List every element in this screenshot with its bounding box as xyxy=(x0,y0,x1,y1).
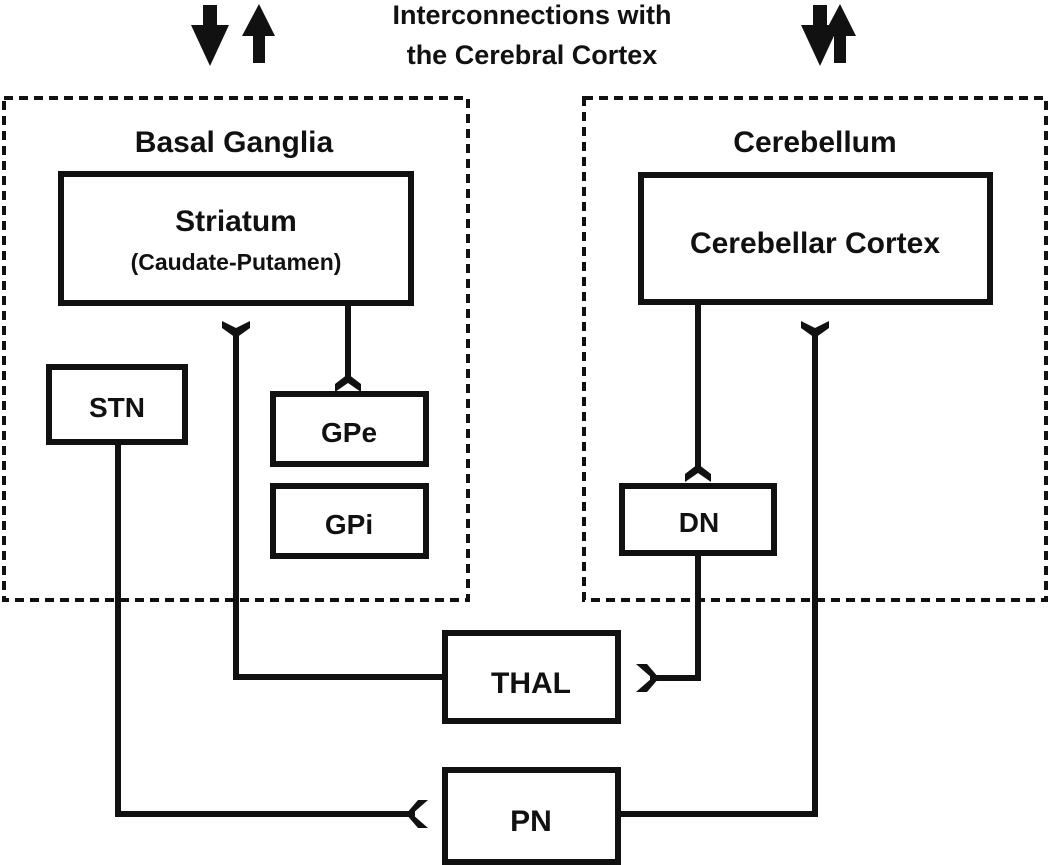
cerebellar-cortex-node[interactable]: Cerebellar Cortex xyxy=(638,172,993,305)
arrow-up-icon xyxy=(242,4,275,63)
arrow-down-icon xyxy=(191,5,229,66)
basal-ganglia-title: Basal Ganglia xyxy=(135,126,334,159)
dn-node[interactable]: DN xyxy=(619,483,777,556)
cortex-arrows-right xyxy=(801,4,856,66)
thal-node[interactable]: THAL xyxy=(442,630,621,724)
gpi-node[interactable]: GPi xyxy=(270,483,429,559)
header-title-line1: Interconnections with xyxy=(392,0,671,30)
fork-terminal-icon xyxy=(801,321,829,338)
wire-thal-striatum xyxy=(233,330,445,680)
striatum-node[interactable]: Striatum (Caudate-Putamen) xyxy=(58,171,414,306)
cerebellum-title: Cerebellum xyxy=(733,126,896,159)
arrow-down-icon xyxy=(801,5,839,66)
fork-terminal-icon xyxy=(406,800,428,828)
wire-stn-pn xyxy=(115,444,415,817)
stn-node[interactable]: STN xyxy=(46,364,188,445)
basal-ganglia-region xyxy=(2,96,470,602)
arrow-up-icon xyxy=(823,4,856,63)
gpi-label: GPi xyxy=(325,509,373,540)
striatum-sublabel: (Caudate-Putamen) xyxy=(131,249,342,275)
cerebellum-region xyxy=(582,96,1048,602)
pn-label: PN xyxy=(510,805,552,838)
cerebellar-cortex-label: Cerebellar Cortex xyxy=(690,227,940,260)
fork-terminal-icon xyxy=(222,321,250,338)
fork-terminal-icon xyxy=(335,374,361,392)
fork-terminal-icon xyxy=(685,464,711,482)
stn-label: STN xyxy=(89,392,145,423)
header-title-line2: the Cerebral Cortex xyxy=(407,40,658,70)
cortex-arrows-left xyxy=(191,4,275,66)
wire-pn-cortex xyxy=(620,330,818,817)
gpe-node[interactable]: GPe xyxy=(270,391,429,467)
wire-dn-thal xyxy=(650,554,701,681)
dn-label: DN xyxy=(679,507,719,538)
striatum-label: Striatum xyxy=(175,205,297,238)
thal-label: THAL xyxy=(491,667,571,700)
gpe-label: GPe xyxy=(321,417,377,448)
fork-terminal-icon xyxy=(636,664,659,692)
pn-node[interactable]: PN xyxy=(442,767,621,865)
